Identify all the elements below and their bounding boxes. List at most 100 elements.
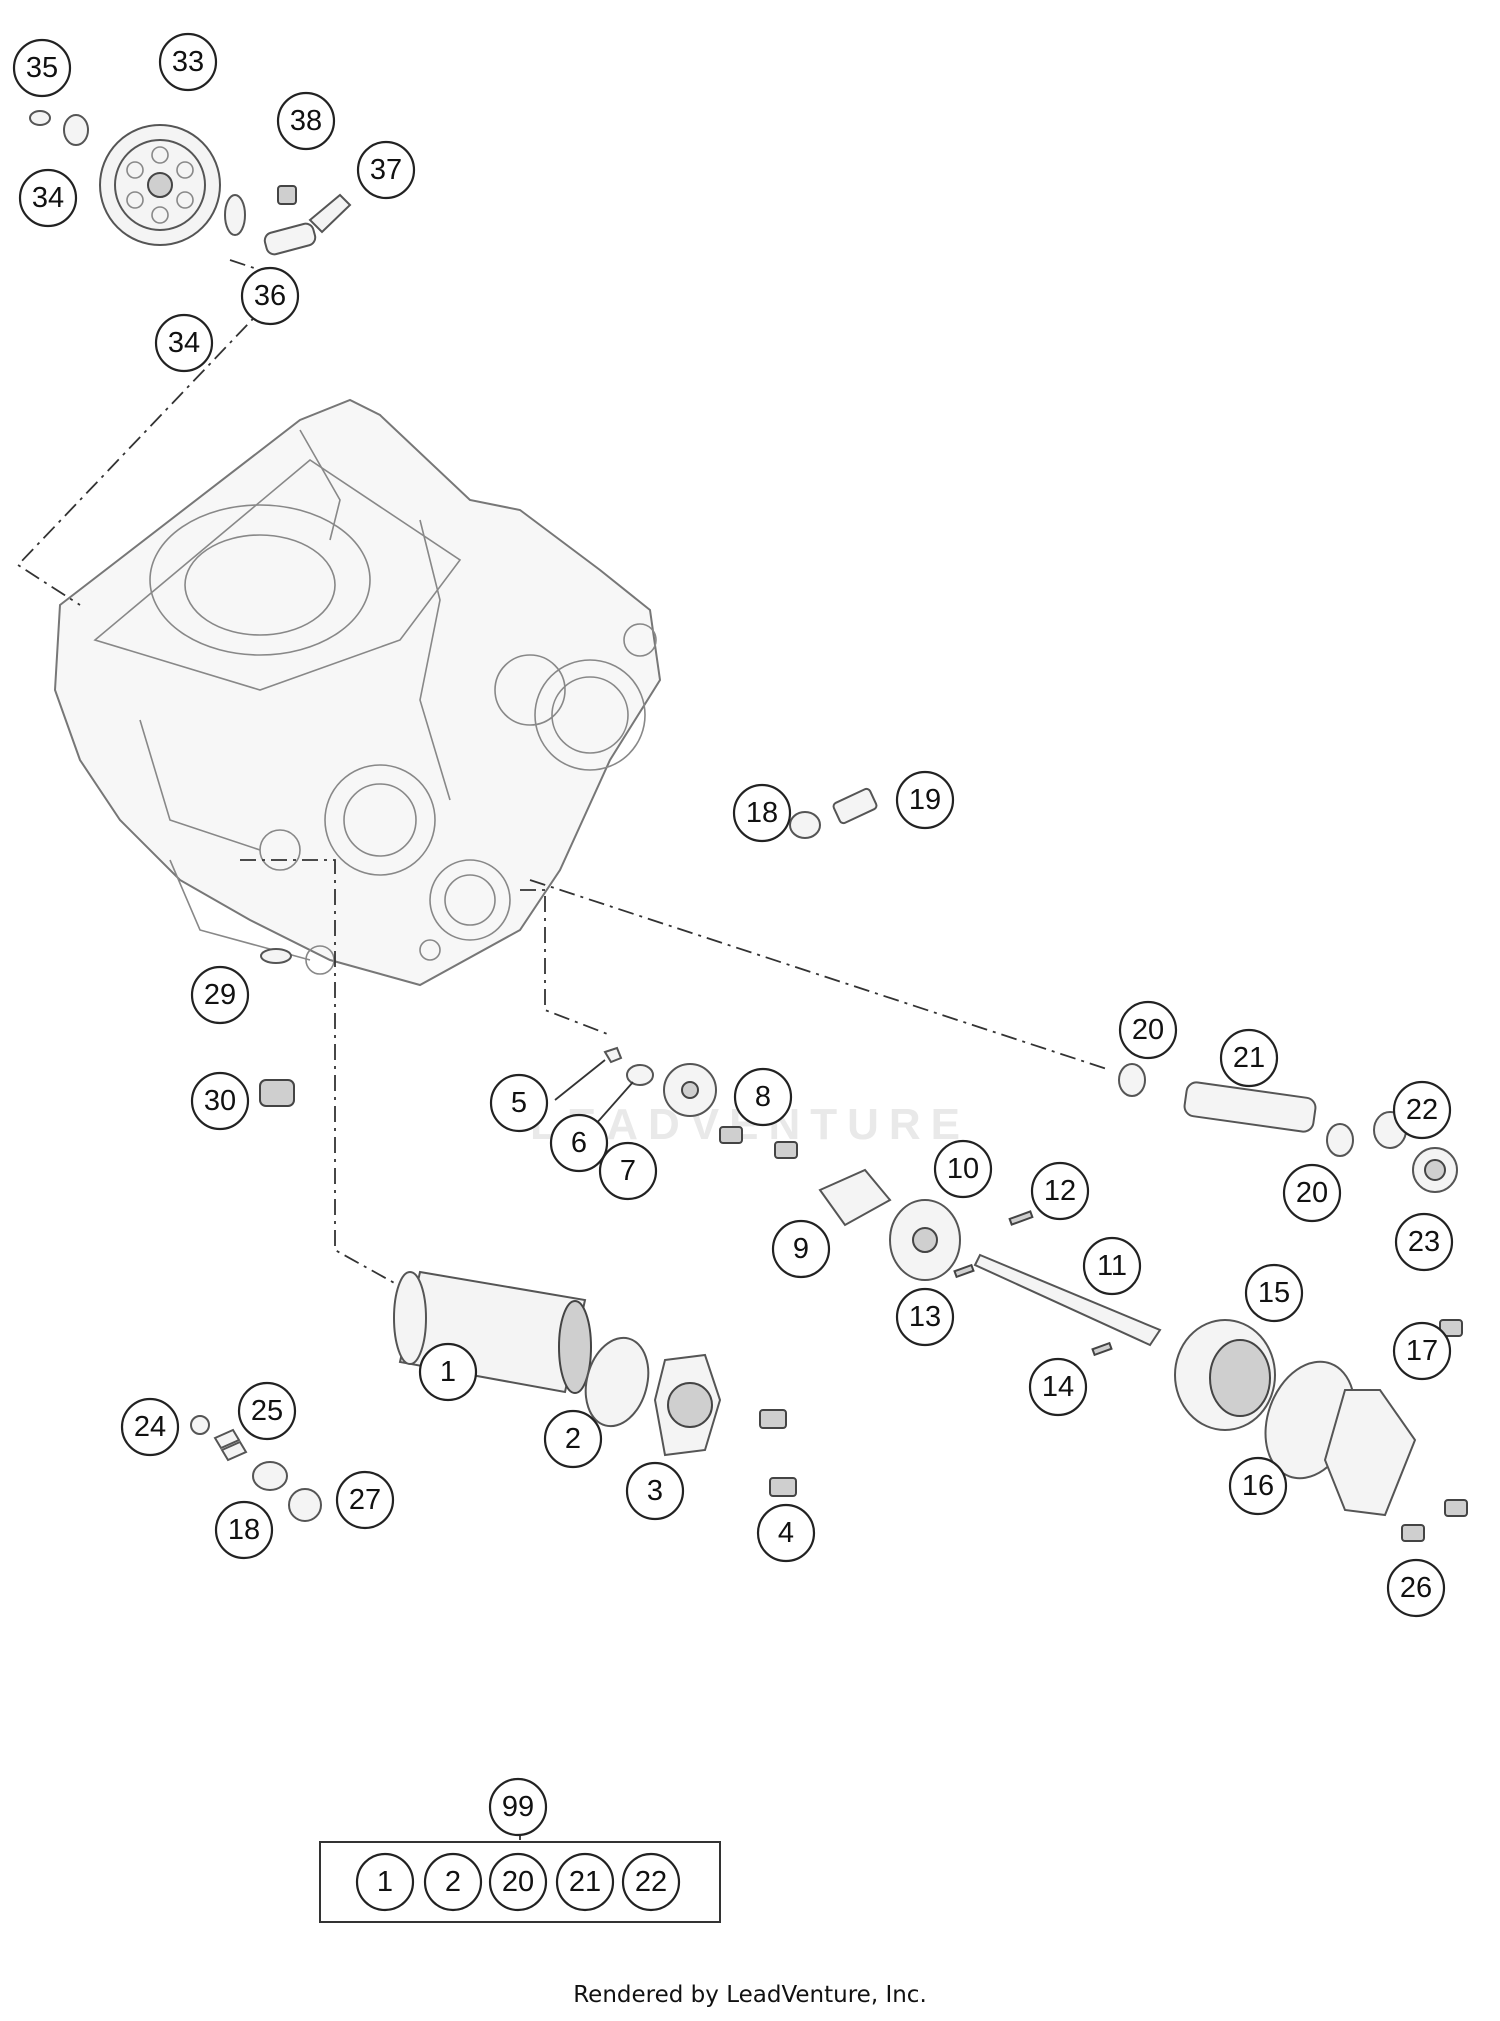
callout-label: 36 bbox=[254, 280, 286, 312]
callout-label: 27 bbox=[349, 1484, 381, 1516]
bushing-36 bbox=[263, 222, 317, 256]
pin-12 bbox=[1008, 1210, 1034, 1226]
callout-label: 20 bbox=[1296, 1177, 1328, 1209]
oring-20-top bbox=[1118, 1063, 1146, 1097]
callout-22: 22 bbox=[1392, 1080, 1452, 1140]
cover-3 bbox=[653, 1353, 722, 1457]
callout-label: 34 bbox=[32, 182, 64, 214]
engine-case-illustration bbox=[53, 398, 662, 987]
screw-7 bbox=[719, 1126, 798, 1159]
callout-label: 26 bbox=[1400, 1572, 1432, 1604]
callout-17: 17 bbox=[1392, 1321, 1452, 1381]
callout-label: 34 bbox=[168, 327, 200, 359]
spring-25 bbox=[213, 1428, 248, 1462]
callout-33: 33 bbox=[158, 32, 218, 92]
callout-35: 35 bbox=[12, 38, 72, 98]
callout-label: 35 bbox=[26, 52, 58, 84]
kit-item-label: 21 bbox=[569, 1866, 601, 1898]
shaft-11 bbox=[973, 1253, 1162, 1347]
callout-label: 37 bbox=[370, 154, 402, 186]
callout-label: 9 bbox=[793, 1233, 809, 1265]
screw-38 bbox=[277, 185, 297, 205]
kit-item-22: 22 bbox=[621, 1852, 681, 1912]
pin-13 bbox=[953, 1263, 975, 1279]
pump-15 bbox=[1174, 1319, 1276, 1431]
callout-5: 5 bbox=[489, 1073, 549, 1133]
callout-6: 6 bbox=[549, 1113, 609, 1173]
cover-17 bbox=[1323, 1389, 1417, 1517]
callout-label: 2 bbox=[565, 1423, 581, 1455]
kit-item-label: 1 bbox=[377, 1866, 393, 1898]
callout-label: 29 bbox=[204, 979, 236, 1011]
kit-item-2: 2 bbox=[423, 1852, 483, 1912]
shaft-21 bbox=[1183, 1081, 1317, 1133]
callout-label: 99 bbox=[502, 1791, 534, 1823]
oring-29 bbox=[260, 948, 292, 964]
rotor-10 bbox=[889, 1199, 961, 1281]
callout-label: 16 bbox=[1242, 1470, 1274, 1502]
callout-label: 3 bbox=[647, 1475, 663, 1507]
kit-item-1: 1 bbox=[355, 1852, 415, 1912]
callout-36: 36 bbox=[240, 266, 300, 326]
callout-37: 37 bbox=[356, 140, 416, 200]
callout-label: 22 bbox=[1406, 1094, 1438, 1126]
callout-18: 18 bbox=[732, 783, 792, 843]
callout-label: 5 bbox=[511, 1087, 527, 1119]
callout-30: 30 bbox=[190, 1071, 250, 1131]
callout-label: 21 bbox=[1233, 1042, 1265, 1074]
kit-item-label: 2 bbox=[445, 1866, 461, 1898]
kit-item-20: 20 bbox=[488, 1852, 548, 1912]
callout-23: 23 bbox=[1394, 1212, 1454, 1272]
callout-label: 11 bbox=[1097, 1250, 1127, 1282]
callout-label: 30 bbox=[204, 1085, 236, 1117]
callout-10: 10 bbox=[933, 1139, 993, 1199]
washer-18-bottom bbox=[252, 1461, 288, 1491]
callout-99: 99 bbox=[488, 1777, 548, 1837]
washer-18-top bbox=[789, 811, 821, 839]
callout-4: 4 bbox=[756, 1503, 816, 1563]
callout-11: 11 bbox=[1082, 1236, 1142, 1296]
pin-14 bbox=[1091, 1341, 1113, 1357]
cover-9 bbox=[818, 1168, 892, 1227]
callout-label: 10 bbox=[947, 1153, 979, 1185]
callout-label: 13 bbox=[909, 1301, 941, 1333]
callout-label: 15 bbox=[1258, 1277, 1290, 1309]
callout-18: 18 bbox=[214, 1500, 274, 1560]
callout-27: 27 bbox=[335, 1470, 395, 1530]
kit-item-label: 22 bbox=[635, 1866, 667, 1898]
callout-label: 18 bbox=[228, 1514, 260, 1546]
callout-label: 20 bbox=[1132, 1014, 1164, 1046]
callout-7: 7 bbox=[598, 1141, 658, 1201]
callout-12: 12 bbox=[1030, 1161, 1090, 1221]
callout-38: 38 bbox=[276, 91, 336, 151]
oil-pump-gear-33 bbox=[99, 124, 221, 246]
callout-3: 3 bbox=[625, 1461, 685, 1521]
callout-8: 8 bbox=[733, 1067, 793, 1127]
callout-25: 25 bbox=[237, 1381, 297, 1441]
footer-credit: Rendered by LeadVenture, Inc. bbox=[573, 1982, 927, 2008]
oring-20-bottom bbox=[1326, 1123, 1354, 1157]
callout-label: 38 bbox=[290, 105, 322, 137]
callout-label: 24 bbox=[134, 1411, 166, 1443]
screws-26 bbox=[1401, 1319, 1468, 1542]
kit-item-label: 20 bbox=[502, 1866, 534, 1898]
callout-13: 13 bbox=[895, 1287, 955, 1347]
callout-label: 25 bbox=[251, 1395, 283, 1427]
callout-label: 7 bbox=[620, 1155, 636, 1187]
callout-24: 24 bbox=[120, 1397, 180, 1457]
callout-label: 23 bbox=[1408, 1226, 1440, 1258]
callout-14: 14 bbox=[1028, 1357, 1088, 1417]
tab-37 bbox=[308, 193, 352, 234]
callout-15: 15 bbox=[1244, 1263, 1304, 1323]
callout-label: 8 bbox=[755, 1081, 771, 1113]
washer-35 bbox=[29, 110, 51, 126]
callout-20: 20 bbox=[1282, 1163, 1342, 1223]
callout-20: 20 bbox=[1118, 1000, 1178, 1060]
callout-1: 1 bbox=[418, 1342, 478, 1402]
callout-34: 34 bbox=[154, 313, 214, 373]
callout-label: 4 bbox=[778, 1517, 794, 1549]
callout-label: 1 bbox=[440, 1356, 456, 1388]
callout-label: 18 bbox=[746, 797, 778, 829]
